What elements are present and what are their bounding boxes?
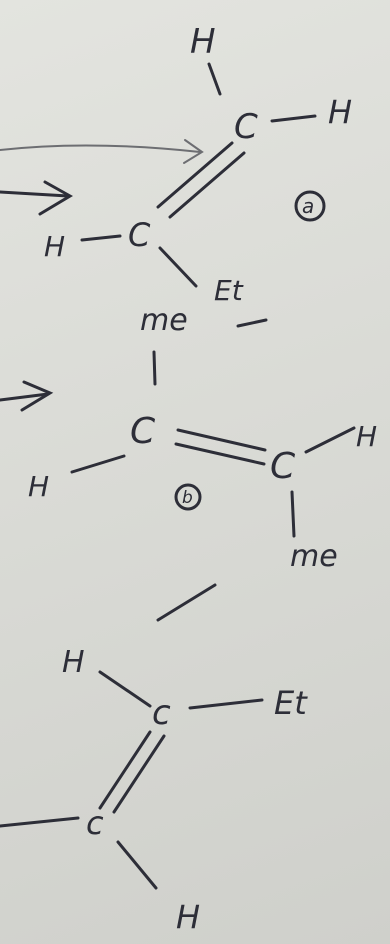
bond-c-et-c [188, 698, 264, 710]
tag-a-label: a [302, 194, 314, 218]
separator-stroke [156, 583, 217, 622]
bond-c-et [158, 246, 198, 288]
bond-top-h-c [207, 62, 222, 96]
arrow-a-head [38, 180, 73, 216]
bond-c-right-h [270, 114, 317, 123]
arrow-a-shaft [0, 190, 70, 198]
double-bond-c-2 [112, 734, 166, 814]
atom-left-h: H [44, 230, 65, 263]
bond-left-h-c-b [70, 454, 126, 474]
atom-bottom-h: H [176, 898, 200, 936]
molecule-c: H c Et c H [0, 645, 308, 936]
arrow-b-head [20, 380, 54, 412]
molecule-b: me C H C H me b [0, 303, 377, 574]
double-bond-a-2 [168, 151, 246, 219]
molecule-a: H C H C H Et a [0, 22, 352, 328]
atom-ethyl: Et [214, 274, 244, 307]
arrow-b-shaft [0, 392, 50, 402]
pencil-arrow-head-a [183, 139, 204, 164]
bond-methyl-c-top [152, 350, 157, 386]
tag-a-circle [294, 190, 326, 222]
double-bond-b-2 [174, 442, 266, 466]
atom-top-methyl: me [140, 303, 188, 338]
bond-top-h-c-c [98, 670, 152, 708]
double-bond-a-1 [156, 141, 234, 209]
atom-ethyl-c: Et [274, 684, 308, 722]
bond-c-bottom-h [116, 840, 158, 890]
double-bond-c-1 [98, 730, 152, 810]
atom-right-h: H [328, 93, 352, 131]
atom-top-h-c: H [62, 645, 85, 680]
atom-bottom-methyl: me [290, 539, 338, 574]
atom-right-c: C [270, 446, 296, 487]
double-bond-b-1 [176, 428, 267, 452]
bond-c-bottom-methyl [290, 490, 296, 538]
tag-b-label: b [182, 488, 193, 508]
atom-lower-c: C [128, 216, 151, 254]
atom-left-h-b: H [28, 470, 49, 503]
atom-top-h: H [190, 22, 216, 62]
atom-upper-c-c: c [152, 693, 171, 733]
pencil-arrow-a [0, 144, 201, 153]
bond-c-right-h-b [304, 426, 356, 454]
bond-left-offpage [0, 816, 80, 828]
atom-upper-c: C [234, 107, 258, 147]
atom-right-h-b: H [356, 420, 377, 453]
bond-left-h-c [80, 234, 122, 242]
atom-lower-c-c: c [86, 804, 104, 842]
atom-left-c: C [130, 411, 156, 452]
tick-mark-a [236, 318, 268, 328]
tag-b-circle [174, 483, 202, 511]
